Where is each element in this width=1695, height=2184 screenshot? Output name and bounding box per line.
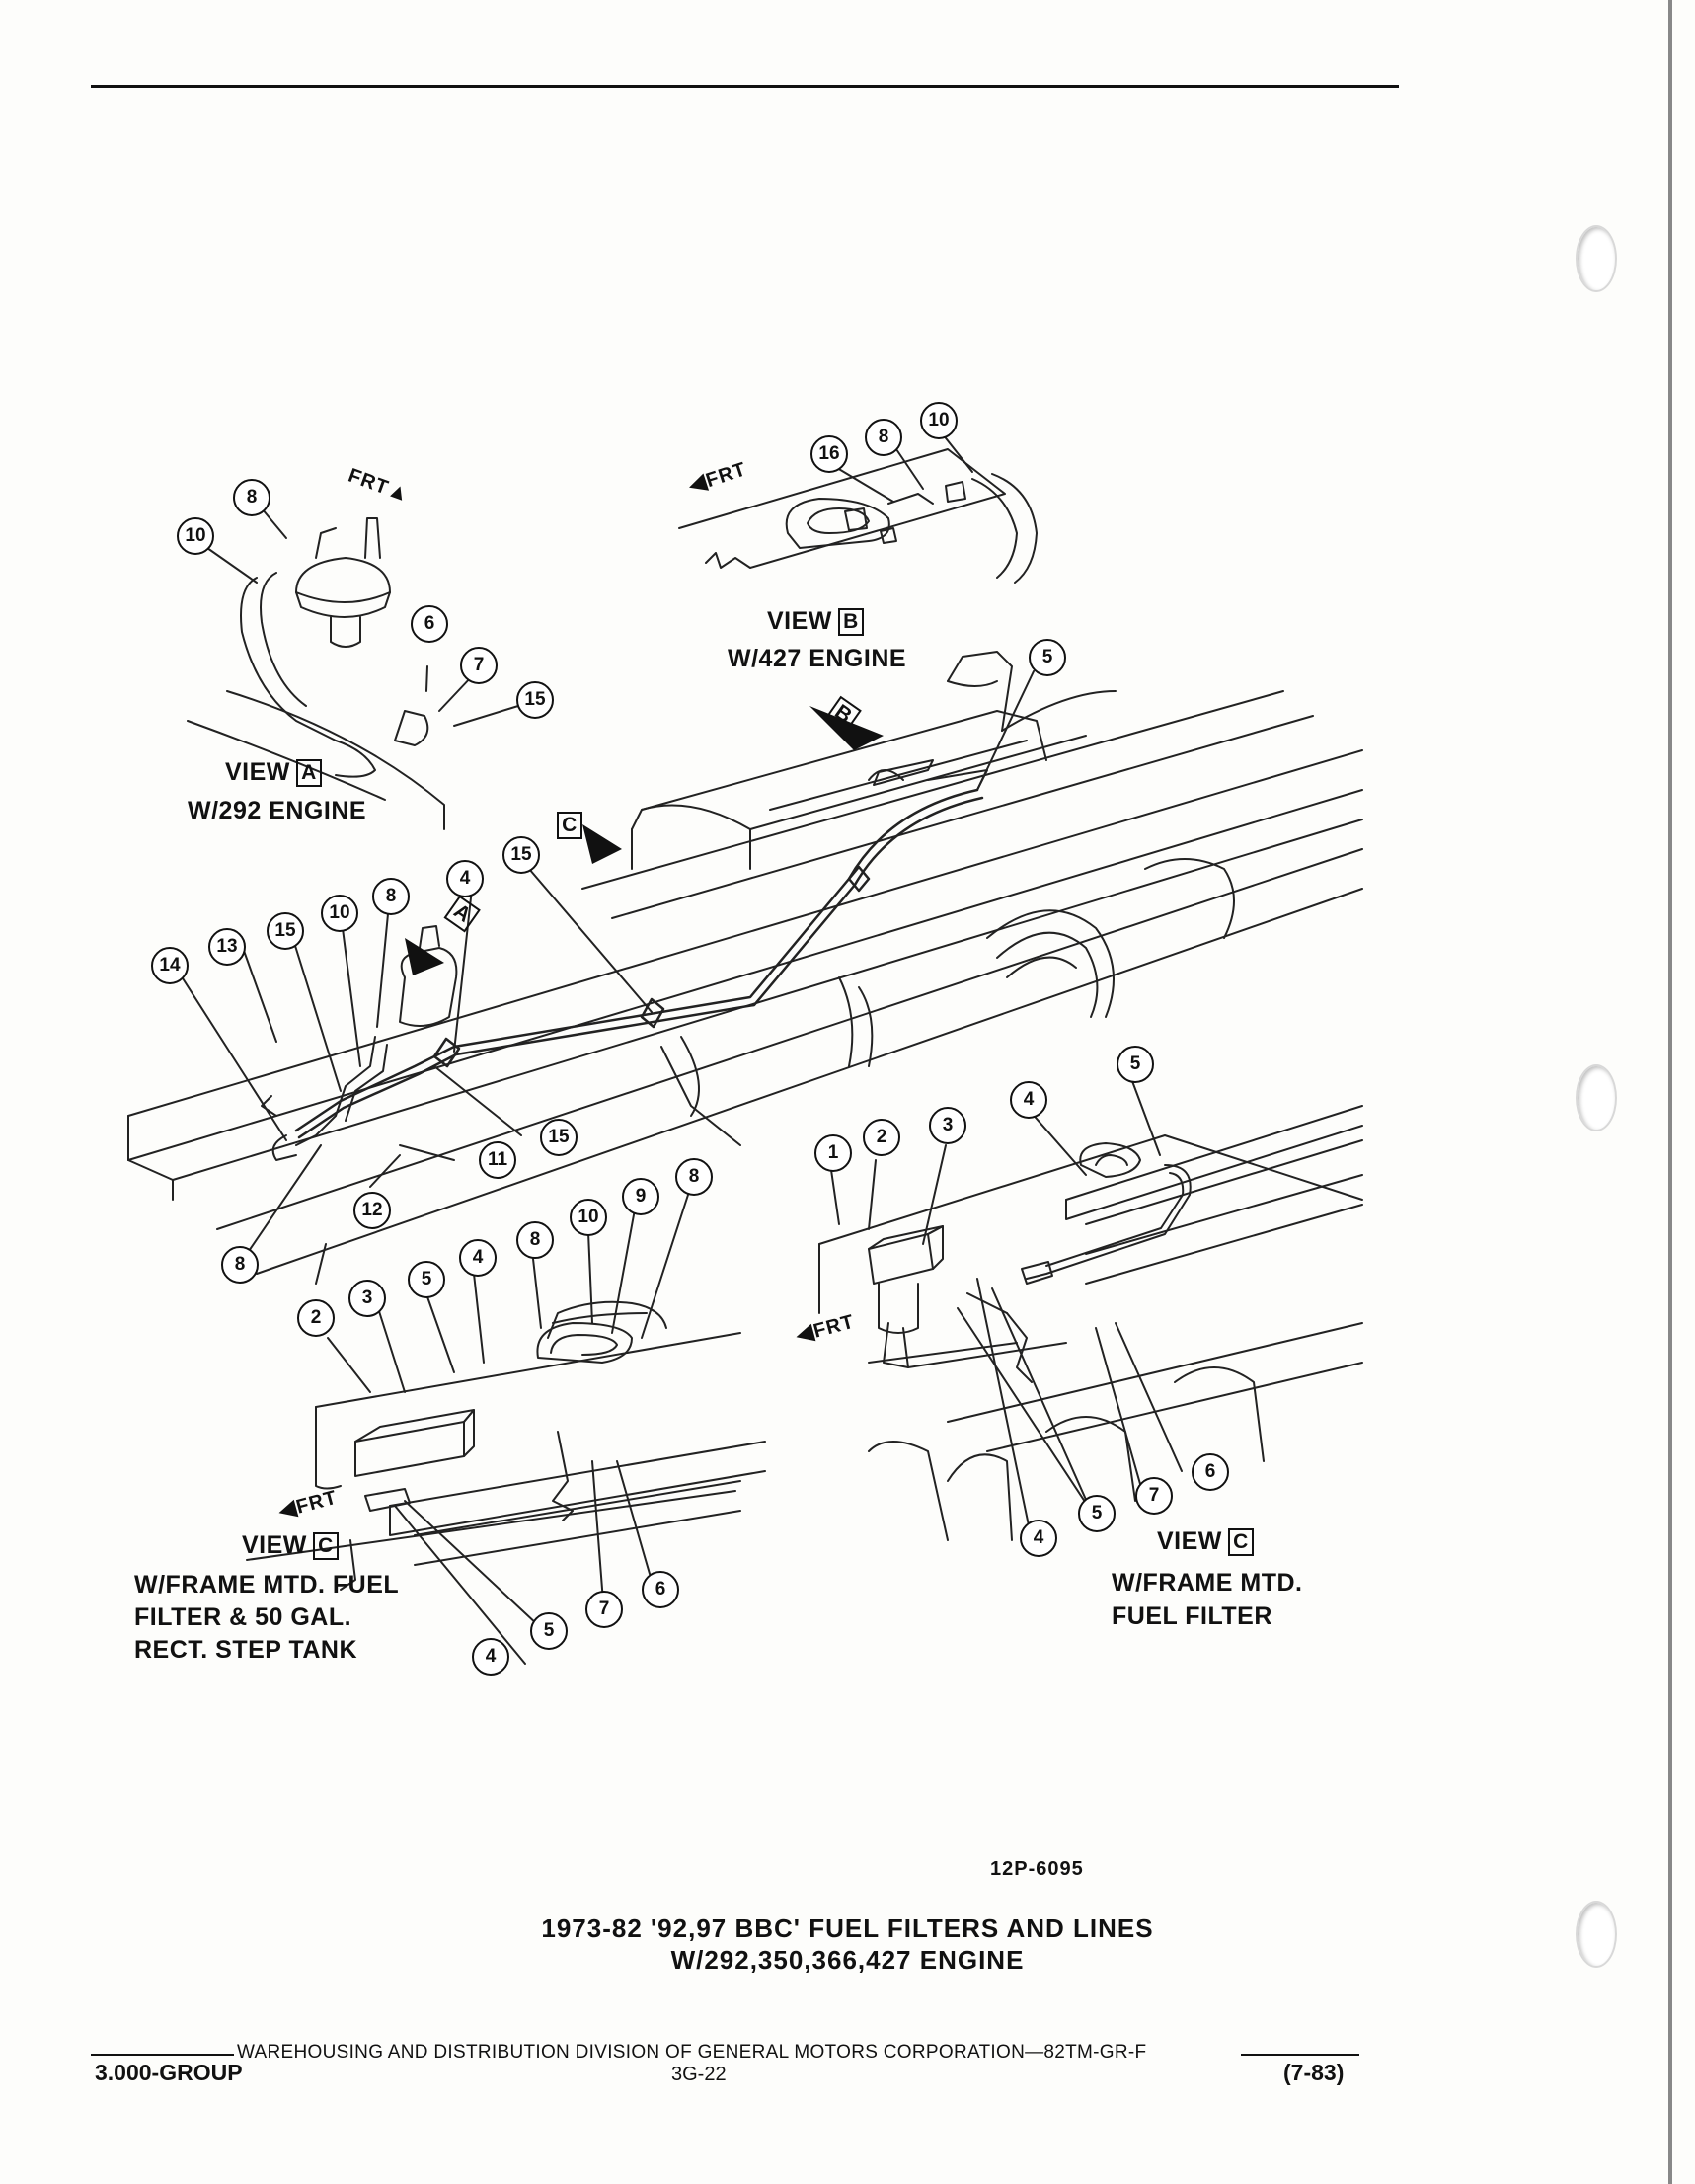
callout: 6 [1192,1453,1229,1491]
main-fuel-filter [261,925,458,1161]
footer-group: 3.000-GROUP [95,2060,243,2085]
footer-rule-right [1241,2054,1359,2056]
callout: 8 [221,1246,259,1284]
callout: 10 [570,1199,607,1236]
callout: 12 [353,1192,391,1229]
page-spine-edge [1668,0,1672,2184]
view-c-left-filter [246,1300,766,1591]
view-a-engine: W/292 ENGINE [188,797,367,824]
callout: 4 [1020,1520,1057,1557]
callout: 14 [151,947,189,984]
callout: 11 [479,1141,516,1179]
footer-division: WAREHOUSING AND DISTRIBUTION DIVISION OF… [237,2042,1147,2063]
view-c-left-desc-1: W/FRAME MTD. FUEL [134,1571,400,1599]
binder-hole-top [1576,225,1617,292]
callout: 7 [585,1591,623,1628]
frame-rail [127,690,1363,1285]
callout: 15 [502,836,540,874]
callout: 5 [1117,1046,1154,1083]
view-a-filter [187,517,445,830]
callout: 2 [297,1299,335,1337]
rear-suspension [660,858,1235,1146]
callout: 15 [516,681,554,719]
callout: 5 [408,1261,445,1298]
callout: 8 [516,1221,554,1259]
callout: 5 [1078,1495,1116,1532]
callout: 4 [446,860,484,897]
callout: 10 [321,895,358,932]
callout: 4 [1010,1081,1047,1119]
callout: 6 [642,1571,679,1608]
figure-number: 12P-6095 [990,1858,1084,1880]
view-b-engine: W/427 ENGINE [728,645,907,672]
leader-lines [175,433,1183,1665]
callout: 4 [472,1638,509,1676]
view-c-right-filter [818,1105,1363,1541]
view-direction-arrows [405,706,884,975]
callout: 8 [675,1158,713,1196]
callout: 8 [372,878,410,915]
callout: 2 [863,1119,900,1156]
view-c-marker: C [551,810,582,840]
callout: 10 [920,402,958,439]
callout: 7 [460,647,498,684]
callout: 4 [459,1239,497,1277]
view-c-right-desc-2: FUEL FILTER [1112,1602,1272,1630]
figure-caption-line-2: W/292,350,366,427 ENGINE [670,1945,1025,1975]
callout: 5 [1029,639,1066,676]
callout: 1 [814,1134,852,1172]
fuel-tank [631,651,1117,870]
callout: 15 [540,1119,578,1156]
callout: 3 [929,1107,966,1144]
binder-hole-middle [1576,1064,1617,1131]
view-c-right-desc-1: W/FRAME MTD. [1112,1569,1303,1597]
callout: 8 [865,419,902,456]
footer-rule-left [91,2054,234,2056]
footer-date: (7-83) [1283,2060,1345,2085]
footer-page-number: 3G-22 [671,2064,727,2085]
view-c-left-desc-2: FILTER & 50 GAL. [134,1603,352,1631]
callout: 5 [530,1612,568,1650]
callout: 7 [1135,1477,1173,1515]
callout: 13 [208,928,246,966]
header-rule [91,85,1399,88]
callout: 9 [622,1178,659,1215]
fuel-line-main [294,788,984,1139]
callout: 8 [233,479,270,516]
callout: 3 [348,1280,386,1317]
view-c-left-desc-3: RECT. STEP TANK [134,1636,358,1664]
callout: 16 [810,435,848,473]
callout: 10 [177,517,214,555]
callout: 6 [411,605,448,643]
callout: 15 [267,912,304,950]
binder-hole-bottom [1576,1901,1617,1968]
view-b-tank-top [678,448,1038,584]
figure-caption-line-1: 1973-82 '92,97 BBC' FUEL FILTERS AND LIN… [541,1913,1154,1943]
